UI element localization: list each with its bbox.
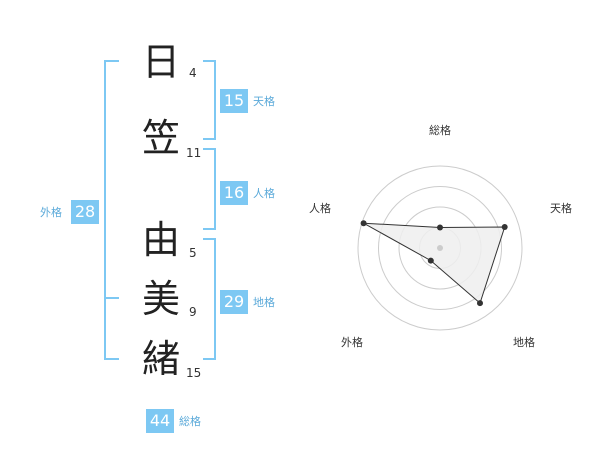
axis-label-chikaku: 地格	[513, 335, 535, 349]
jinkaku-badge: 16	[220, 181, 248, 205]
radar-chart: 総格 天格 地格 外格 人格	[309, 123, 572, 349]
chikaku-badge: 29	[220, 290, 248, 314]
chikaku-label: 地格	[253, 296, 275, 309]
radar-point-4	[427, 257, 434, 264]
soukaku-label: 総格	[179, 415, 201, 428]
gaikaku-label: 外格	[40, 206, 62, 219]
axis-label-soukaku: 総格	[429, 123, 451, 137]
axis-label-jinkaku: 人格	[309, 201, 331, 215]
name-char-3: 由	[141, 218, 180, 262]
soukaku-badge: 44	[146, 409, 174, 433]
gaikaku-bracket	[104, 60, 119, 360]
gaikaku-badge: 28	[71, 200, 99, 224]
tenkaku-label: 天格	[253, 95, 275, 108]
radar-points	[360, 220, 508, 307]
radar-grid-ring	[357, 165, 523, 331]
stroke-count-3: 5	[189, 246, 197, 260]
radar-point-1	[437, 224, 443, 231]
axis-label-tenkaku: 天格	[550, 201, 572, 215]
jinkaku-label: 人格	[253, 187, 275, 200]
name-char-4: 美	[141, 277, 180, 321]
stroke-count-5: 15	[186, 366, 202, 380]
radar-point-2	[501, 224, 508, 230]
radar-point-5	[360, 220, 367, 227]
stroke-count-4: 9	[189, 305, 197, 319]
radar-center-point	[437, 245, 443, 251]
chikaku-bracket	[203, 238, 216, 360]
stroke-count-1: 4	[189, 66, 197, 80]
name-char-2: 笠	[141, 116, 180, 160]
name-char-5: 緒	[141, 337, 180, 381]
tenkaku-bracket	[203, 60, 216, 140]
name-char-1: 日	[141, 40, 180, 84]
radar-polygon	[363, 222, 506, 304]
radar-point-3	[477, 300, 483, 307]
jinkaku-bracket	[203, 148, 216, 230]
tenkaku-badge: 15	[220, 89, 248, 113]
axis-label-gaikaku: 外格	[341, 335, 363, 349]
brackets	[104, 60, 216, 360]
stroke-count-2: 11	[186, 146, 202, 160]
radar-grid-ring	[378, 186, 502, 310]
